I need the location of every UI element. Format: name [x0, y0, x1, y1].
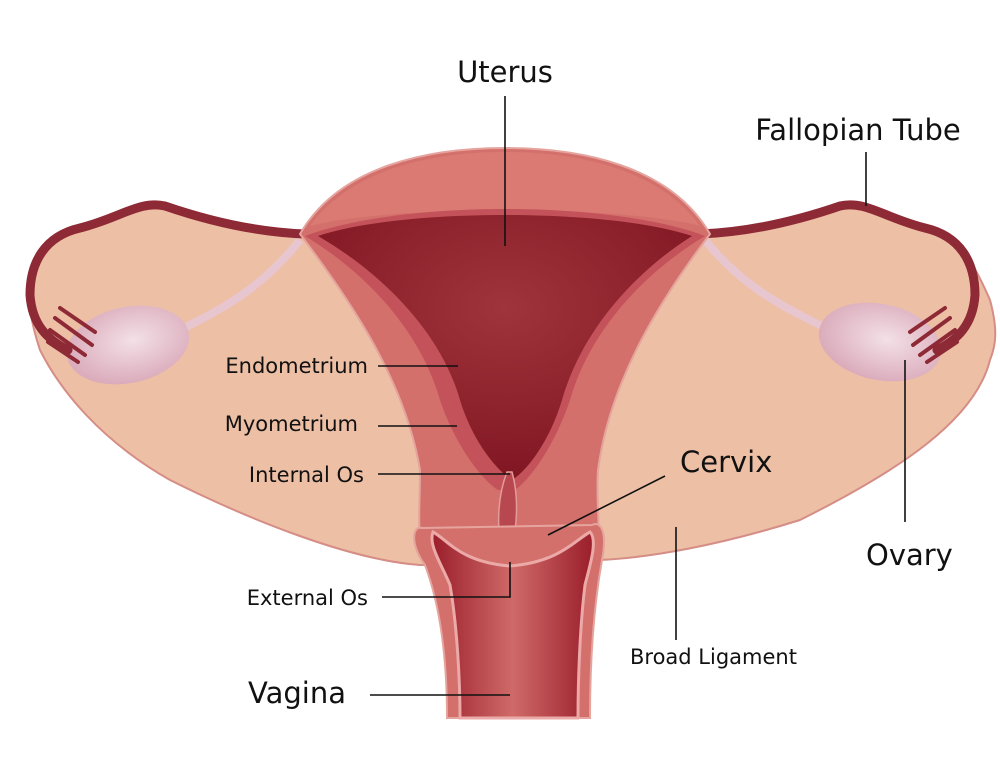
fimbriae-left: [46, 306, 97, 364]
ovarian-ligament-left: [178, 237, 304, 334]
label-broad-ligament: Broad Ligament: [630, 645, 797, 669]
label-uterus: Uterus: [457, 55, 553, 89]
fimbriae-right: [908, 306, 959, 364]
label-fallopian-tube: Fallopian Tube: [755, 113, 960, 147]
label-internal-os: Internal Os: [249, 463, 364, 487]
leader-external-os: [382, 562, 511, 598]
label-vagina: Vagina: [248, 676, 346, 710]
fallopian-tube-left: [25, 200, 310, 355]
ovary-left: [66, 305, 190, 385]
uterine-cavity: [318, 215, 692, 480]
label-external-os: External Os: [247, 586, 368, 610]
label-endometrium: Endometrium: [225, 354, 368, 378]
ovary-right: [818, 302, 942, 382]
leader-cervix: [547, 475, 666, 536]
label-ovary: Ovary: [866, 538, 953, 572]
ovarian-ligament-right: [701, 237, 832, 334]
fallopian-tube-right: [695, 200, 980, 355]
label-cervix: Cervix: [680, 445, 772, 479]
label-myometrium: Myometrium: [225, 412, 358, 436]
